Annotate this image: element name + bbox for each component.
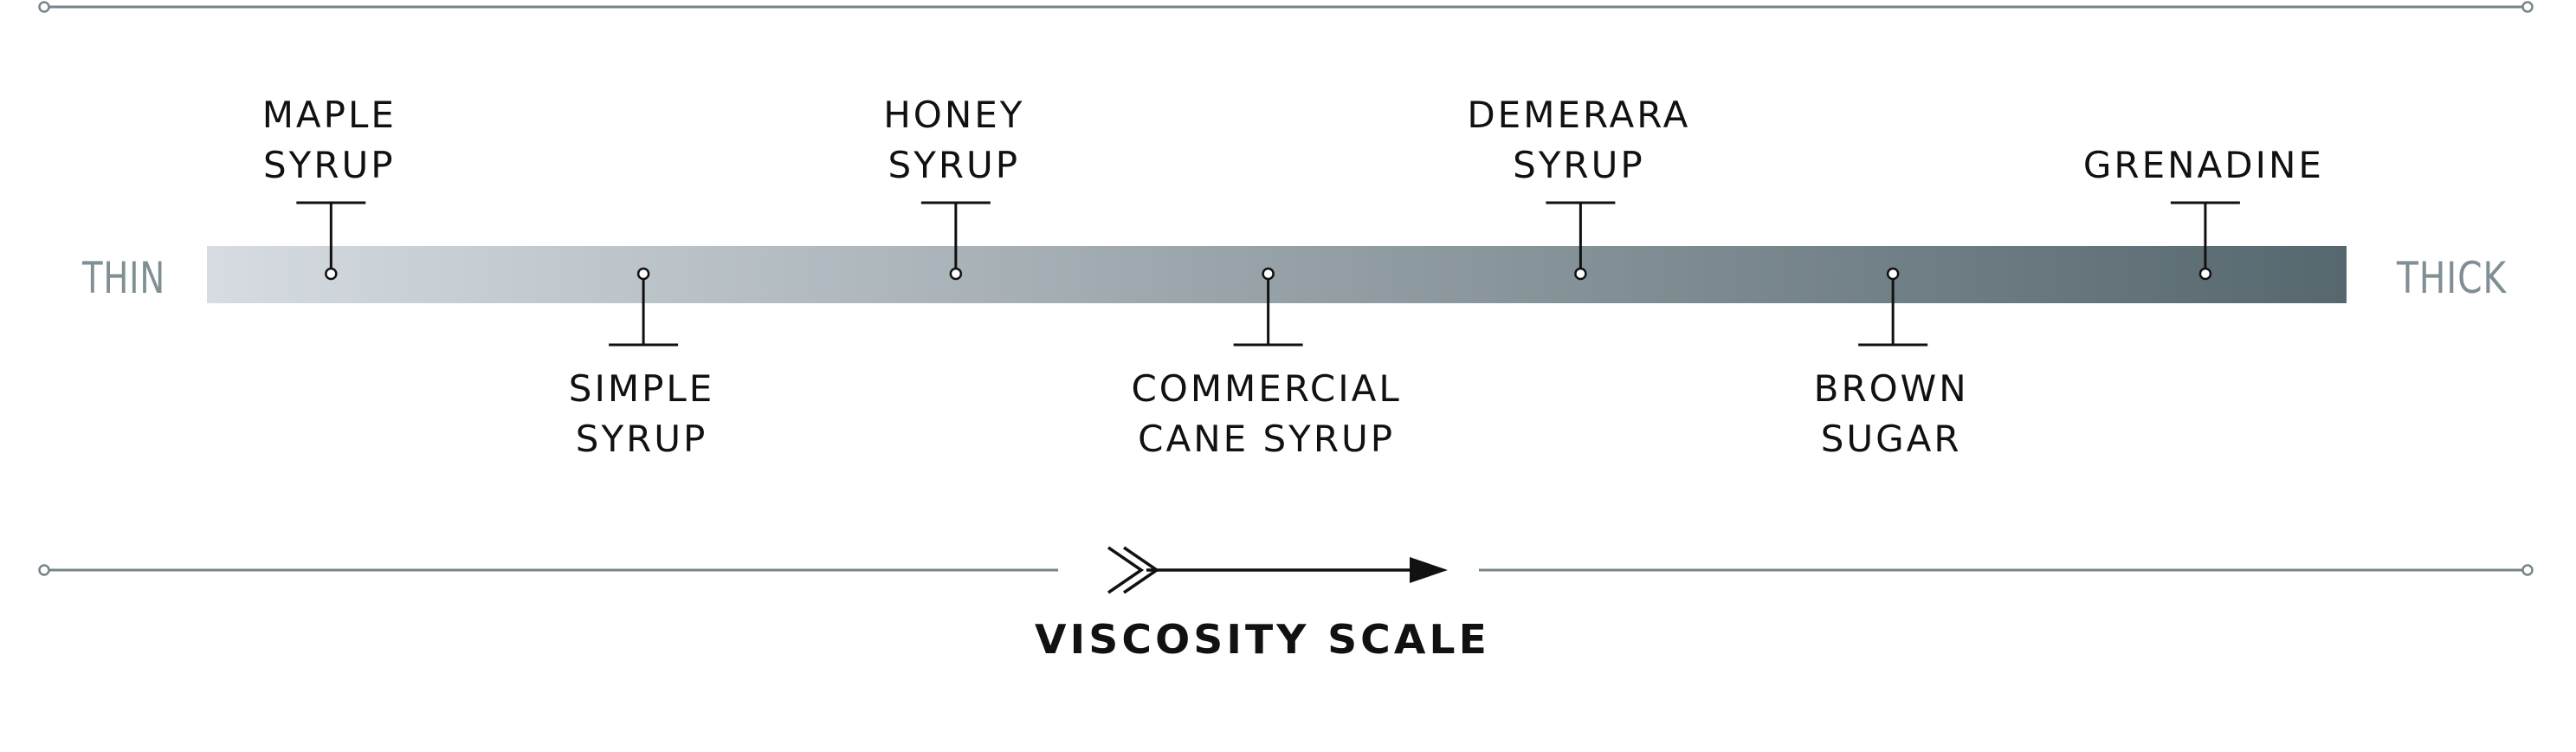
marker-demerara-syrup: DEMERARA SYRUP <box>1467 94 1690 281</box>
marker-grenadine: GRENADINE <box>2083 144 2324 281</box>
marker-label: COMMERCIAL <box>1131 367 1401 410</box>
marker-dot <box>636 267 650 281</box>
marker-dot <box>1574 267 1587 281</box>
marker-dot <box>1262 267 1275 281</box>
marker-label: CANE SYRUP <box>1138 418 1395 460</box>
marker-honey-syrup: HONEY SYRUP <box>883 94 1024 281</box>
marker-dot <box>2198 267 2212 281</box>
marker-label: SYRUP <box>888 144 1021 186</box>
marker-dot <box>949 267 963 281</box>
marker-commercial-cane-syrup: COMMERCIAL CANE SYRUP <box>1131 267 1401 460</box>
marker-label: SYRUP <box>576 418 708 460</box>
marker-label: SYRUP <box>1513 144 1645 186</box>
marker-dot <box>325 267 338 281</box>
marker-dot <box>1886 267 1900 281</box>
top-rule <box>38 1 2534 13</box>
scale-title: VISCOSITY SCALE <box>1035 616 1490 663</box>
marker-label: SUGAR <box>1821 418 1962 460</box>
markers: MAPLE SYRUP SIMPLE SYRUP HONEY SYRUP COMMERCIA… <box>262 94 2324 460</box>
marker-brown-sugar: BROWN SUGAR <box>1814 267 1969 460</box>
marker-maple-syrup: MAPLE SYRUP <box>262 94 397 281</box>
marker-simple-syrup: SIMPLE SYRUP <box>569 267 715 460</box>
marker-label: GRENADINE <box>2083 144 2324 186</box>
marker-label: MAPLE <box>262 94 397 136</box>
marker-label: SIMPLE <box>569 367 715 410</box>
viscosity-gradient-bar <box>207 246 2347 303</box>
thin-label: THIN <box>81 253 165 303</box>
marker-label: SYRUP <box>263 144 396 186</box>
marker-label: BROWN <box>1814 367 1969 410</box>
thick-label: THICK <box>2396 253 2507 303</box>
bottom-rule <box>38 564 2534 576</box>
arrow-icon <box>1107 546 1448 594</box>
marker-label: HONEY <box>883 94 1024 136</box>
marker-label: DEMERARA <box>1467 94 1690 136</box>
